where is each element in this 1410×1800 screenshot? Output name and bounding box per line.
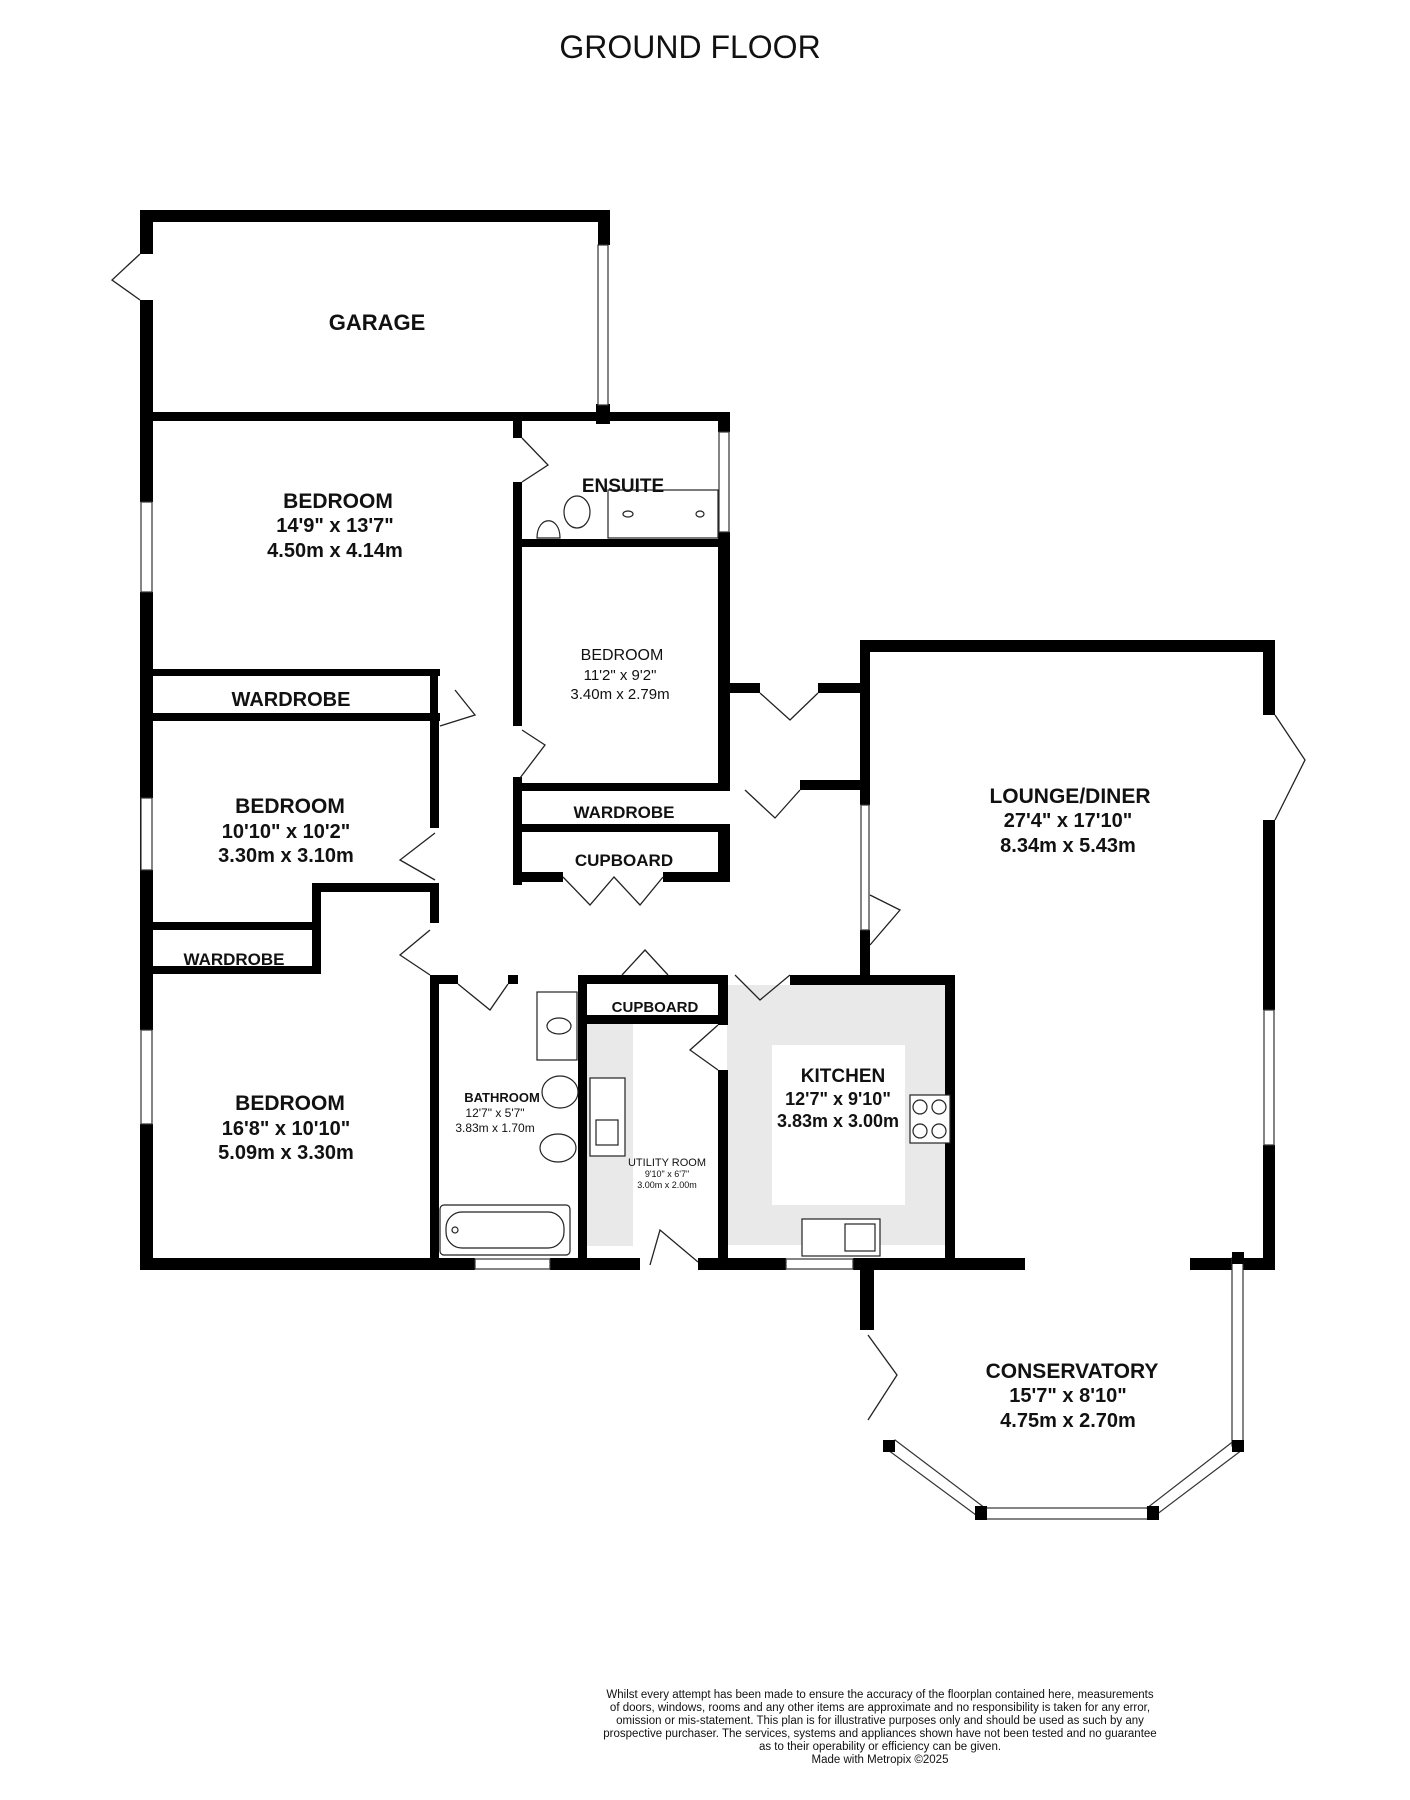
svg-text:3.30m x 3.10m: 3.30m x 3.10m	[218, 845, 354, 867]
garage-label: GARAGE	[329, 310, 426, 335]
utility-room-label: UTILITY ROOM 9'10" x 6'7" 3.00m x 2.00m	[628, 1157, 706, 1190]
svg-text:3.83m x 3.00m: 3.83m x 3.00m	[777, 1111, 899, 1131]
svg-text:14'9" x 13'7": 14'9" x 13'7"	[276, 515, 393, 537]
bathroom-basin-icon	[541, 1075, 579, 1109]
svg-text:3.40m x 2.79m: 3.40m x 2.79m	[570, 686, 669, 703]
lounge-diner-label: LOUNGE/DINER 27'4" x 17'10" 8.34m x 5.43…	[989, 785, 1150, 857]
svg-text:BEDROOM: BEDROOM	[581, 647, 664, 664]
disclaimer-line: of doors, windows, rooms and any other i…	[609, 1702, 1151, 1714]
svg-text:27'4" x 17'10": 27'4" x 17'10"	[1004, 810, 1133, 832]
svg-text:BEDROOM: BEDROOM	[235, 1092, 345, 1115]
svg-text:8.34m x 5.43m: 8.34m x 5.43m	[1000, 835, 1136, 857]
disclaimer-line: as to their operability or efficiency ca…	[758, 1741, 1002, 1753]
fixtures	[439, 489, 951, 1257]
svg-text:UTILITY ROOM: UTILITY ROOM	[628, 1157, 706, 1169]
disclaimer-credit: Made with Metropix ©2025	[811, 1754, 949, 1766]
svg-text:LOUNGE/DINER: LOUNGE/DINER	[989, 785, 1150, 808]
bedroom-1-label: BEDROOM 14'9" x 13'7" 4.50m x 4.14m	[267, 490, 403, 562]
svg-text:10'10" x 10'2": 10'10" x 10'2"	[222, 821, 351, 843]
svg-text:4.75m x 2.70m: 4.75m x 2.70m	[1000, 1410, 1136, 1432]
kitchen-label: KITCHEN 12'7" x 9'10" 3.83m x 3.00m	[777, 1066, 899, 1131]
doors	[110, 253, 1306, 1421]
windows	[140, 244, 1275, 1520]
disclaimer-line: prospective purchaser. The services, sys…	[603, 1728, 1157, 1740]
svg-text:12'7" x 9'10": 12'7" x 9'10"	[785, 1089, 891, 1109]
bedroom-4-label: BEDROOM 16'8" x 10'10" 5.09m x 3.30m	[218, 1092, 354, 1164]
svg-text:4.50m x 4.14m: 4.50m x 4.14m	[267, 540, 403, 562]
svg-text:BATHROOM: BATHROOM	[464, 1090, 540, 1105]
svg-text:16'8" x 10'10": 16'8" x 10'10"	[222, 1118, 351, 1140]
wardrobe-label-3: WARDROBE	[183, 950, 284, 969]
svg-text:3.83m x 1.70m: 3.83m x 1.70m	[455, 1121, 534, 1135]
disclaimer-line: omission or mis-statement. This plan is …	[616, 1715, 1144, 1727]
conservatory-label: CONSERVATORY 15'7" x 8'10" 4.75m x 2.70m	[986, 1360, 1159, 1432]
svg-text:KITCHEN: KITCHEN	[801, 1066, 885, 1087]
bedroom-3-label: BEDROOM 10'10" x 10'2" 3.30m x 3.10m	[218, 795, 354, 867]
basin-icon	[536, 520, 561, 539]
ensuite-label: ENSUITE	[582, 476, 664, 497]
svg-text:3.00m x 2.00m: 3.00m x 2.00m	[637, 1180, 697, 1190]
svg-text:BEDROOM: BEDROOM	[235, 795, 345, 818]
disclaimer-line: Whilst every attempt has been made to en…	[606, 1689, 1154, 1701]
svg-text:BEDROOM: BEDROOM	[283, 490, 393, 513]
wardrobe-label-1: WARDROBE	[232, 689, 351, 711]
cupboard-label-2: CUPBOARD	[612, 999, 699, 1016]
cupboard-label-1: CUPBOARD	[575, 851, 673, 870]
bedroom-2-label: BEDROOM 11'2" x 9'2" 3.40m x 2.79m	[570, 647, 669, 703]
wardrobe-label-2: WARDROBE	[573, 803, 674, 822]
disclaimer: Whilst every attempt has been made to en…	[560, 1689, 1200, 1767]
svg-text:11'2" x 9'2": 11'2" x 9'2"	[584, 667, 657, 684]
svg-text:15'7" x 8'10": 15'7" x 8'10"	[1009, 1385, 1126, 1407]
toilet-icon	[563, 495, 591, 529]
bathroom-label: BATHROOM 12'7" x 5'7" 3.83m x 1.70m	[455, 1090, 539, 1135]
bathroom-toilet-icon	[539, 1133, 577, 1163]
svg-text:5.09m x 3.30m: 5.09m x 3.30m	[218, 1142, 354, 1164]
floor-title: GROUND FLOOR	[559, 29, 820, 65]
svg-text:CONSERVATORY: CONSERVATORY	[986, 1360, 1159, 1383]
svg-text:9'10" x 6'7": 9'10" x 6'7"	[645, 1169, 689, 1179]
svg-text:12'7" x 5'7": 12'7" x 5'7"	[465, 1106, 524, 1120]
